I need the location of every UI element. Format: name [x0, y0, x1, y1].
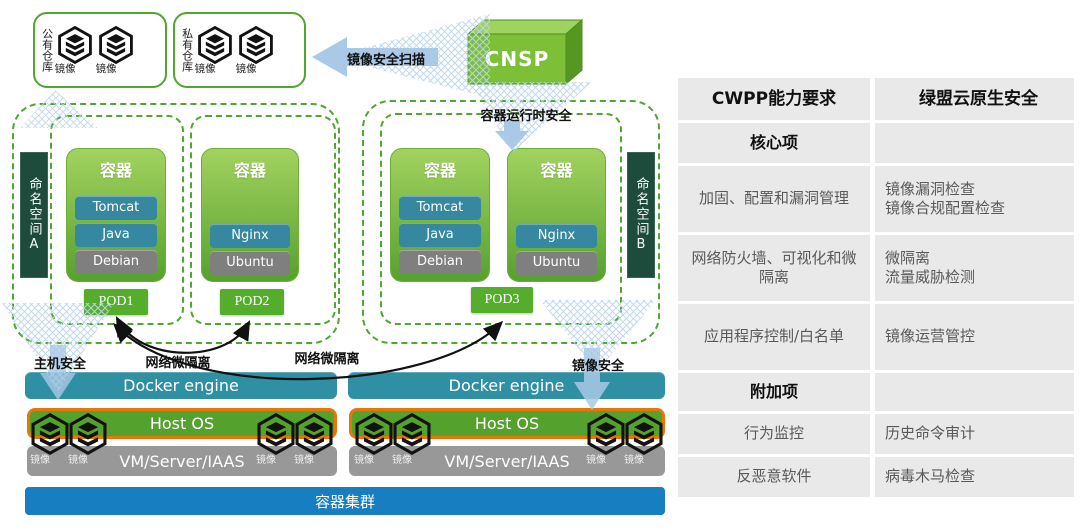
- table-header-left: CWPP能力要求: [678, 78, 870, 120]
- image-layers-icon: [96, 25, 136, 65]
- namespace-a-label: 命名空间A: [20, 152, 48, 278]
- table-cell-right: [875, 123, 1074, 163]
- container-1: 容器 Tomcat Java Debian: [66, 148, 166, 282]
- image-layers-icon: [622, 412, 666, 456]
- layer-java: Java: [75, 223, 157, 247]
- container-2: 容器 Nginx Ubuntu: [201, 148, 299, 282]
- image-icon-block: 镜像: [55, 25, 95, 76]
- private-repo-box: 私有仓库 镜像 镜像: [173, 12, 306, 88]
- image-layers-icon: [390, 412, 434, 456]
- stack-image-icons: 镜像 镜像: [254, 412, 336, 466]
- image-security-label: 镜像安全: [571, 359, 624, 374]
- container-title: 容器: [99, 161, 132, 180]
- container-cluster-bar: 容器集群: [25, 487, 665, 515]
- table-cell-right: 镜像漏洞检查 镜像合规配置检查: [875, 166, 1074, 232]
- table-cell-left: 行为监控: [678, 414, 870, 454]
- table-cell-left: 附加项: [678, 373, 870, 411]
- table-cell-line: 镜像合规配置检查: [885, 199, 1006, 217]
- table-cell-left: 网络防火墙、可视化和微隔离: [678, 235, 870, 301]
- image-caption: 镜像: [256, 455, 276, 466]
- image-caption: 镜像: [54, 62, 76, 75]
- docker-engine-bar-left: Docker engine: [25, 372, 337, 399]
- image-icon-block: 镜像: [195, 25, 235, 76]
- table-row: 反恶意软件 病毒木马检查: [678, 457, 1074, 497]
- layer-ubuntu: Ubuntu: [210, 251, 290, 275]
- table-cell-right: 病毒木马检查: [875, 457, 1074, 497]
- table-cell-left: 应用程序控制/白名单: [678, 304, 870, 370]
- scan-arrow-label: 镜像安全扫描: [346, 53, 425, 68]
- image-layers-icon: [236, 25, 276, 65]
- image-icon-block: 镜像: [96, 25, 136, 76]
- layer-java: Java: [399, 223, 481, 247]
- image-caption: 镜像: [354, 455, 374, 466]
- table-row: 网络防火墙、可视化和微隔离 微隔离 流量威胁检测: [678, 235, 1074, 301]
- layer-nginx: Nginx: [516, 224, 597, 248]
- table-cell-right: [875, 373, 1074, 411]
- table-cell-line: 镜像运营管控: [885, 327, 976, 346]
- cnsp-box: CNSP: [466, 18, 586, 88]
- runtime-security-label: 容器运行时安全: [480, 109, 572, 124]
- vm-bar-left: VM/Server/IAAS: [27, 446, 337, 476]
- image-caption: 镜像: [68, 455, 88, 466]
- table-row: 加固、配置和漏洞管理 镜像漏洞检查 镜像合规配置检查: [678, 166, 1074, 232]
- container-title: 容器: [540, 161, 573, 180]
- container-title: 容器: [233, 161, 266, 180]
- layer-debian: Debian: [399, 250, 481, 274]
- namespace-b-label: 命名空间B: [627, 152, 655, 278]
- image-caption: 镜像: [194, 62, 216, 75]
- table-row: 附加项: [678, 373, 1074, 411]
- table-header-row: CWPP能力要求 绿盟云原生安全: [678, 78, 1074, 120]
- table-cell-line: 流量威胁检测: [885, 268, 976, 286]
- host-security-label: 主机安全: [33, 357, 86, 372]
- layer-tomcat: Tomcat: [75, 196, 157, 220]
- table-cell-line: 病毒木马检查: [885, 467, 976, 486]
- table-row: 核心项: [678, 123, 1074, 163]
- table-cell-right: 镜像运营管控: [875, 304, 1074, 370]
- container-4: 容器 Nginx Ubuntu: [507, 148, 606, 282]
- cnsp-label: CNSP: [484, 47, 550, 71]
- pod1-badge: POD1: [84, 289, 148, 315]
- stack-image-icons: 镜像 镜像: [28, 412, 110, 466]
- stack-image-icons: 镜像 镜像: [352, 412, 434, 466]
- table-cell-right: 历史命令审计: [875, 414, 1074, 454]
- docker-engine-bar-right: Docker engine: [348, 372, 665, 399]
- private-repo-label: 私有仓库: [180, 28, 194, 72]
- network-seg-label: 网络微隔离: [145, 356, 211, 371]
- image-layers-icon: [66, 412, 110, 456]
- table-cell-right: 微隔离 流量威胁检测: [875, 235, 1074, 301]
- cwpp-table: CWPP能力要求 绿盟云原生安全 核心项 加固、配置和漏洞管理 镜像漏洞检查 镜…: [678, 78, 1074, 500]
- image-layers-icon: [195, 25, 235, 65]
- table-cell-left: 反恶意软件: [678, 457, 870, 497]
- pod3-badge: POD3: [471, 287, 533, 313]
- table-cell-left: 加固、配置和漏洞管理: [678, 166, 870, 232]
- table-cell-line: 历史命令审计: [885, 424, 976, 443]
- image-layers-icon: [292, 412, 336, 456]
- network-seg-label: 网络微隔离: [294, 352, 360, 367]
- table-header-right: 绿盟云原生安全: [875, 78, 1074, 120]
- image-caption: 镜像: [235, 62, 257, 75]
- table-row: 应用程序控制/白名单 镜像运营管控: [678, 304, 1074, 370]
- image-layers-icon: [55, 25, 95, 65]
- image-icon-block: 镜像: [236, 25, 276, 76]
- public-repo-label: 公有仓库: [40, 28, 54, 72]
- layer-nginx: Nginx: [210, 224, 290, 248]
- image-caption: 镜像: [392, 455, 412, 466]
- stack-image-icons: 镜像 镜像: [584, 412, 666, 466]
- table-row: 行为监控 历史命令审计: [678, 414, 1074, 454]
- table-cell-line: 镜像漏洞检查: [885, 179, 976, 198]
- pod2-badge: POD2: [220, 289, 284, 315]
- image-caption: 镜像: [624, 455, 644, 466]
- image-caption: 镜像: [95, 62, 117, 75]
- image-caption: 镜像: [586, 455, 606, 466]
- layer-ubuntu: Ubuntu: [516, 251, 597, 275]
- layer-debian: Debian: [75, 250, 157, 274]
- public-repo-box: 公有仓库 镜像 镜像: [33, 12, 167, 88]
- container-title: 容器: [423, 161, 456, 180]
- image-caption: 镜像: [30, 455, 50, 466]
- layer-tomcat: Tomcat: [399, 196, 481, 220]
- container-3: 容器 Tomcat Java Debian: [390, 148, 490, 282]
- image-caption: 镜像: [294, 455, 314, 466]
- table-cell-left: 核心项: [678, 123, 870, 163]
- table-cell-line: 微隔离: [885, 248, 931, 267]
